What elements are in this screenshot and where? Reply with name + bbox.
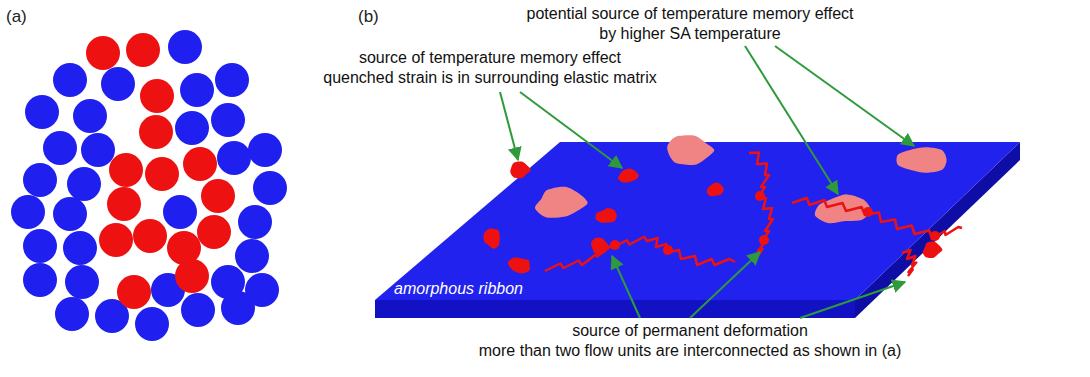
connected-chain bbox=[902, 250, 916, 276]
matrix-atom bbox=[245, 273, 279, 307]
flow-unit-atom bbox=[183, 147, 217, 181]
ribbon-front bbox=[375, 300, 855, 318]
flow-unit-atom bbox=[139, 115, 173, 149]
matrix-atom bbox=[63, 231, 97, 265]
chain-unit bbox=[663, 245, 673, 255]
flow-unit-atom bbox=[197, 215, 231, 249]
matrix-atom bbox=[23, 229, 57, 263]
matrix-atom bbox=[235, 239, 269, 273]
panel-label: (a) bbox=[6, 6, 27, 27]
matrix-atom bbox=[238, 205, 272, 239]
connected-chain bbox=[545, 237, 735, 271]
flow-unit-atom bbox=[133, 219, 167, 253]
flow-unit-atom bbox=[201, 179, 235, 213]
matrix-atom bbox=[23, 163, 57, 197]
flow-unit bbox=[591, 238, 609, 255]
connected-chain bbox=[749, 153, 773, 257]
flow-unit-atom bbox=[140, 79, 174, 113]
potential-unit bbox=[896, 147, 946, 173]
leader-arrow bbox=[745, 46, 838, 194]
panel-label: (b) bbox=[358, 6, 379, 27]
matrix-atom bbox=[135, 307, 169, 341]
flow-unit-atom bbox=[145, 157, 179, 191]
flow-unit-atom bbox=[175, 259, 209, 293]
matrix-atom bbox=[181, 293, 215, 327]
matrix-atom bbox=[53, 197, 87, 231]
annotation: potential source of temperature memory e… bbox=[527, 4, 854, 44]
matrix-atom bbox=[11, 195, 45, 229]
matrix-atom bbox=[211, 103, 245, 137]
flow-unit-atom bbox=[99, 223, 133, 257]
flow-unit bbox=[923, 241, 943, 258]
matrix-atom bbox=[168, 30, 202, 64]
flow-unit bbox=[707, 183, 724, 197]
flow-unit-atom bbox=[117, 275, 151, 309]
flow-unit-atom bbox=[109, 153, 143, 187]
matrix-atom bbox=[180, 73, 214, 107]
potential-unit bbox=[535, 187, 588, 218]
matrix-atom bbox=[253, 171, 287, 205]
chain-unit bbox=[610, 240, 620, 250]
flow-unit bbox=[484, 229, 500, 249]
leader-arrows bbox=[500, 46, 914, 318]
flow-unit-atom bbox=[126, 33, 160, 67]
leader-arrow bbox=[520, 92, 622, 168]
leader-arrow bbox=[612, 256, 640, 318]
matrix-atom bbox=[23, 263, 57, 297]
leader-arrow bbox=[690, 252, 760, 318]
ribbon-top bbox=[375, 142, 1020, 300]
matrix-atom bbox=[55, 297, 89, 331]
chain-unit bbox=[930, 231, 940, 241]
chain-unit bbox=[863, 207, 873, 217]
leader-arrow bbox=[775, 46, 914, 146]
flow-unit bbox=[595, 208, 616, 223]
chain-unit bbox=[759, 235, 769, 245]
matrix-atom bbox=[248, 133, 282, 167]
chain-unit bbox=[755, 191, 765, 201]
matrix-atom bbox=[43, 131, 77, 165]
flow-unit bbox=[618, 168, 639, 182]
ribbon-label: amorphous ribbon bbox=[394, 279, 523, 299]
potential-unit bbox=[667, 135, 714, 165]
matrix-atom bbox=[163, 195, 197, 229]
atom-cluster bbox=[11, 30, 287, 341]
ribbon-slab bbox=[375, 142, 1020, 318]
flow-unit-atom bbox=[107, 187, 141, 221]
flow-unit-atom bbox=[86, 36, 120, 70]
flow-units bbox=[484, 135, 947, 273]
flow-unit bbox=[510, 161, 531, 178]
matrix-atom bbox=[101, 67, 135, 101]
matrix-atom bbox=[73, 99, 107, 133]
leader-arrow bbox=[500, 92, 518, 160]
matrix-atom bbox=[65, 265, 99, 299]
annotation: source of temperature memory effect quen… bbox=[323, 48, 657, 88]
matrix-atom bbox=[53, 63, 87, 97]
matrix-atom bbox=[81, 133, 115, 167]
matrix-atom bbox=[67, 167, 101, 201]
matrix-atom bbox=[175, 111, 209, 145]
flow-unit bbox=[508, 258, 530, 274]
matrix-atom bbox=[217, 141, 251, 175]
matrix-atom bbox=[25, 95, 59, 129]
annotation: source of permanent deformation more tha… bbox=[479, 321, 901, 361]
matrix-atom bbox=[215, 63, 249, 97]
leader-arrow bbox=[800, 282, 905, 318]
